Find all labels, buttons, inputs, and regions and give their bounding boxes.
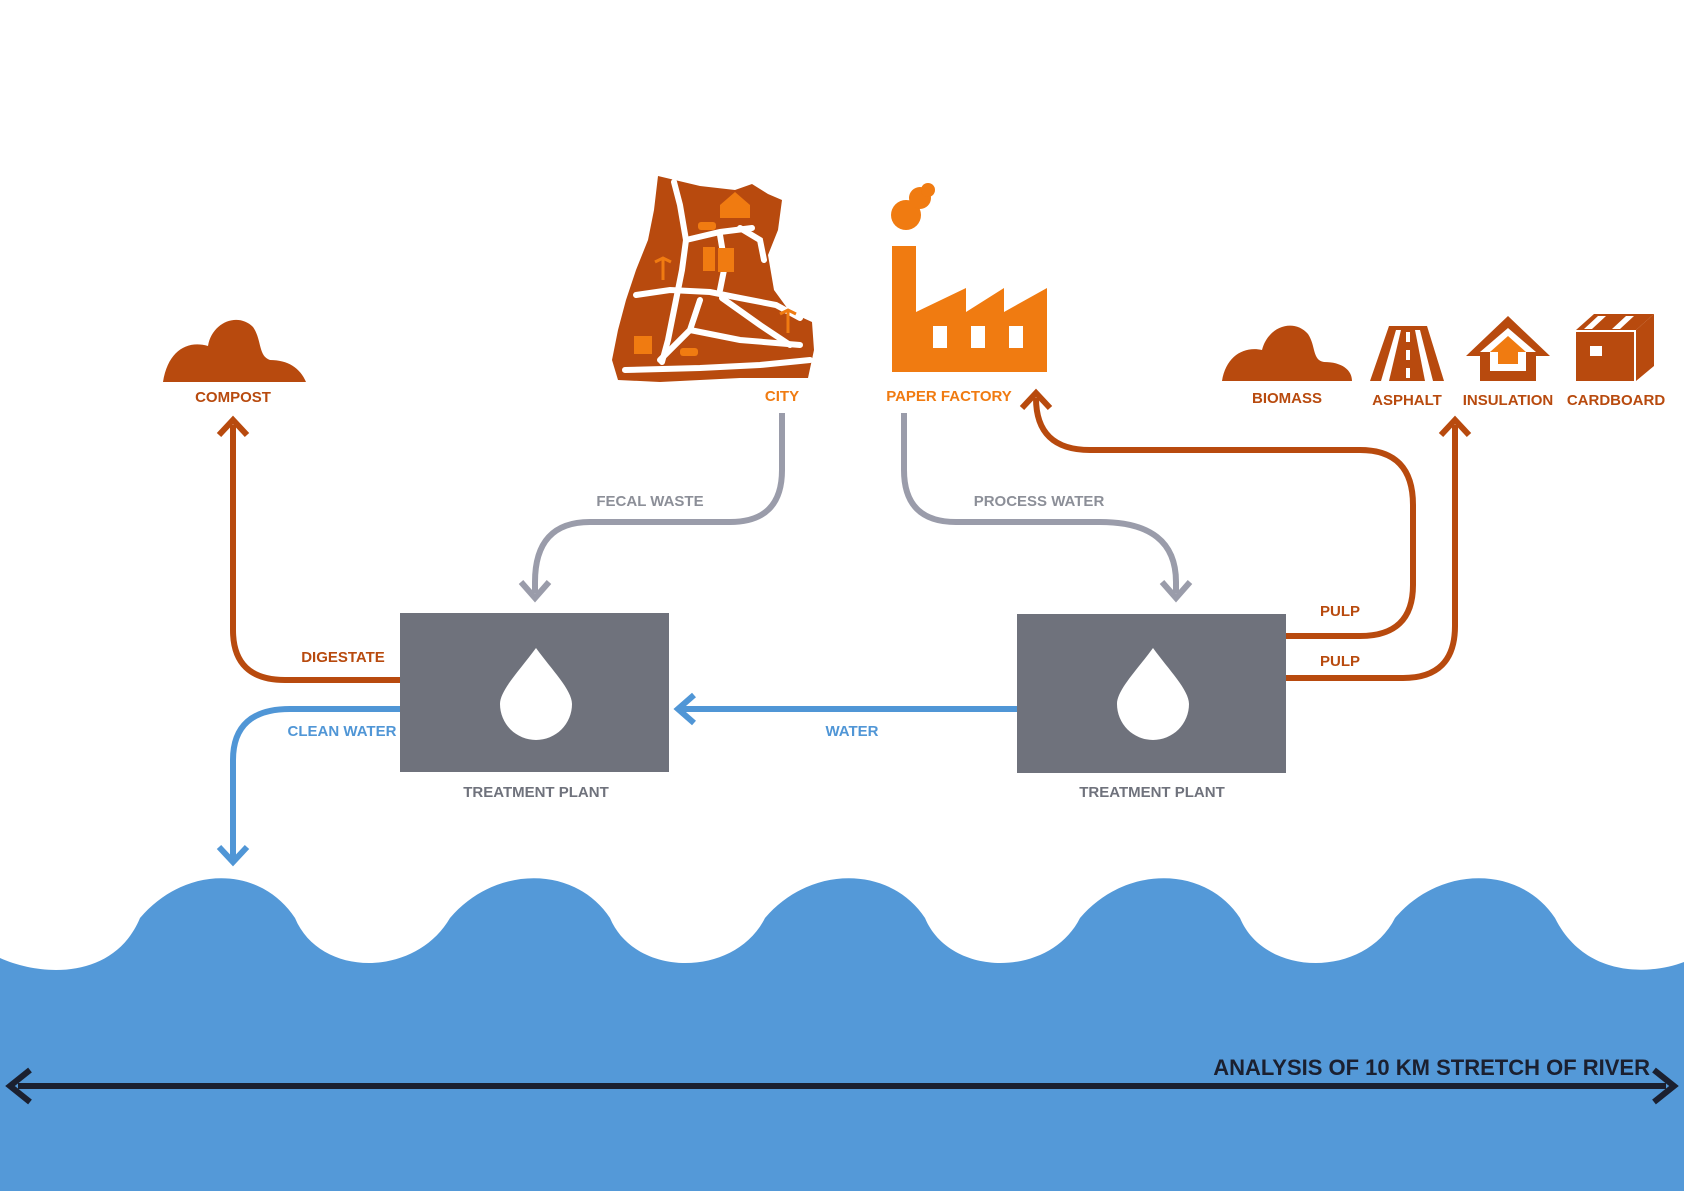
- flow-fecal-waste: [518, 413, 785, 603]
- plant-right-label: TREATMENT PLANT: [1079, 784, 1225, 801]
- flow-label-pulp-lower: PULP: [1320, 653, 1360, 670]
- city-label: CITY: [765, 388, 799, 405]
- asphalt-label: ASPHALT: [1372, 392, 1442, 409]
- flow-label-pulp-upper: PULP: [1320, 603, 1360, 620]
- river-caption: ANALYSIS OF 10 KM STRETCH OF RIVER: [1213, 1055, 1650, 1080]
- paper-factory-label: PAPER FACTORY: [886, 388, 1012, 405]
- road-icon: [1370, 326, 1444, 381]
- flow-digestate: [216, 415, 400, 683]
- water-drop-icon: [500, 648, 572, 740]
- house-icon: [1466, 316, 1550, 381]
- flow-label-water: WATER: [825, 723, 878, 740]
- flow-label-digestate: DIGESTATE: [301, 649, 385, 666]
- flow-water: [673, 692, 1017, 726]
- insulation-label: INSULATION: [1463, 392, 1554, 409]
- compost-label: COMPOST: [195, 389, 271, 406]
- box-icon: [1576, 314, 1654, 381]
- flow-label-process-water: PROCESS WATER: [974, 493, 1105, 510]
- city-map-icon: [612, 176, 814, 382]
- water-drop-icon: [1117, 648, 1189, 740]
- compost-heap-icon: [163, 319, 306, 382]
- flow-pulp-upper: [1019, 388, 1416, 639]
- flow-label-fecal-waste: FECAL WASTE: [596, 493, 703, 510]
- flow-process-water: [901, 413, 1193, 603]
- plant-left-label: TREATMENT PLANT: [463, 784, 609, 801]
- flow-clean-water: [216, 706, 400, 867]
- factory-icon: [891, 183, 1047, 372]
- flow-label-clean-water: CLEAN WATER: [288, 723, 397, 740]
- biomass-label: BIOMASS: [1252, 390, 1322, 407]
- river: [0, 878, 1684, 1191]
- river-extent-arrow: [5, 1067, 1679, 1105]
- flow-pulp-lower: [1286, 415, 1472, 681]
- biomass-heap-icon: [1222, 325, 1352, 381]
- cardboard-label: CARDBOARD: [1567, 392, 1665, 409]
